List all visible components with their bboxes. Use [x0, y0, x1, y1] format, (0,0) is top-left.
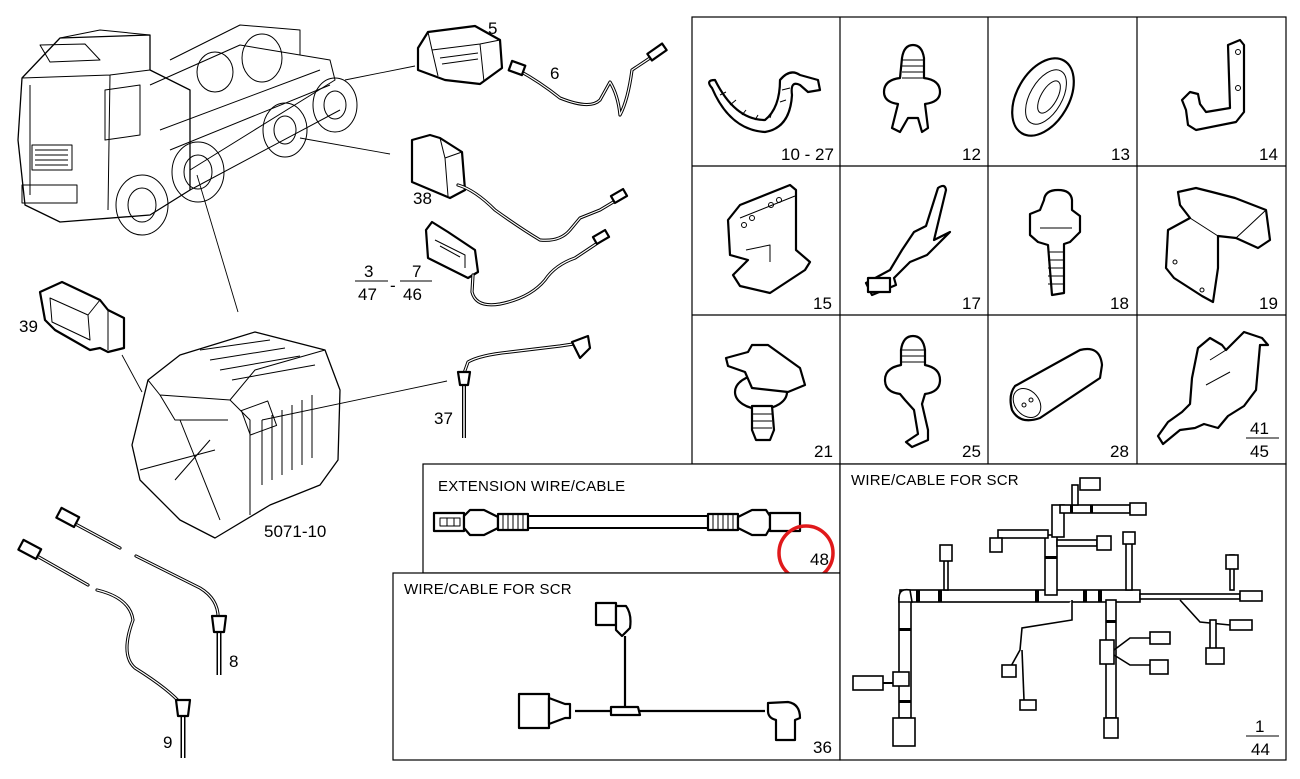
- label-45: 45: [1250, 442, 1269, 461]
- leader-line-38: [299, 137, 391, 155]
- svg-text:7: 7: [412, 262, 421, 281]
- label-41: 41: [1250, 419, 1269, 438]
- muffler-scr-catalyst[interactable]: [131, 331, 341, 539]
- label-13: 13: [1111, 145, 1130, 164]
- label-10-27: 10 - 27: [781, 145, 834, 164]
- fraction-separator: -: [390, 276, 396, 295]
- grid-cell-10-27[interactable]: 10 - 27: [708, 71, 834, 164]
- label-part-48: 48: [810, 550, 829, 569]
- leader-line-39: [121, 354, 143, 393]
- grid-cell-18[interactable]: 18: [1028, 188, 1129, 313]
- grid-cell-12[interactable]: 12: [882, 43, 981, 164]
- label-17: 17: [962, 294, 981, 313]
- leader-line-muffler: [196, 174, 239, 313]
- scr-wire-harness-panel-1-44[interactable]: WIRE/CABLE FOR SCR: [839, 463, 1287, 761]
- extension-box-title: EXTENSION WIRE/CABLE: [438, 478, 625, 495]
- svg-text:47: 47: [358, 285, 377, 304]
- part-8-exhaust-temperature-sensor[interactable]: [55, 506, 228, 675]
- part-9-exhaust-temperature-sensor[interactable]: [17, 538, 192, 758]
- label-part-5071-10: 5071-10: [264, 522, 326, 541]
- label-part-39: 39: [19, 317, 38, 336]
- part-5-control-unit[interactable]: [416, 24, 504, 86]
- part-6-sensor-cable[interactable]: [507, 42, 668, 117]
- label-part-8: 8: [229, 652, 238, 671]
- grid-cell-17[interactable]: 17: [864, 184, 981, 313]
- scr-small-box-title: WIRE/CABLE FOR SCR: [404, 581, 572, 598]
- label-part-9: 9: [163, 733, 172, 752]
- label-part-36: 36: [813, 738, 832, 757]
- label-14: 14: [1259, 145, 1278, 164]
- grid-cell-14[interactable]: 14: [1180, 38, 1278, 164]
- label-part-5: 5: [488, 19, 497, 38]
- label-12: 12: [962, 145, 981, 164]
- scr-large-box-title: WIRE/CABLE FOR SCR: [851, 472, 1019, 489]
- grid-cell-19[interactable]: 19: [1164, 186, 1278, 313]
- label-part-6: 6: [550, 64, 559, 83]
- fraction-label-3-47: 3 47: [355, 262, 388, 304]
- svg-text:46: 46: [403, 285, 422, 304]
- grid-cell-21[interactable]: 21: [724, 343, 833, 461]
- label-part-44: 44: [1251, 740, 1270, 759]
- fraction-label-7-46: 7 46: [400, 262, 432, 304]
- part-38-sensor-module[interactable]: [410, 133, 629, 242]
- svg-text:3: 3: [364, 262, 373, 281]
- label-part-1: 1: [1255, 717, 1264, 736]
- extension-wire-cable-panel[interactable]: EXTENSION WIRE/CABLE: [422, 463, 841, 574]
- truck-illustration[interactable]: [17, 24, 358, 236]
- label-part-38: 38: [413, 189, 432, 208]
- leader-line-37: [261, 380, 448, 421]
- grid-cell-28[interactable]: 28: [1008, 347, 1129, 461]
- grid-cell-25[interactable]: 25: [883, 334, 981, 461]
- label-19: 19: [1259, 294, 1278, 313]
- label-15: 15: [813, 294, 832, 313]
- label-21: 21: [814, 442, 833, 461]
- grid-cell-13[interactable]: 13: [999, 48, 1130, 164]
- part-39-pressure-sensor[interactable]: [38, 280, 126, 354]
- grid-cell-15[interactable]: 15: [726, 183, 832, 313]
- scr-wire-cable-panel-36[interactable]: WIRE/CABLE FOR SCR: [392, 572, 841, 761]
- leader-line-5: [344, 65, 416, 81]
- part-37-temperature-sensor[interactable]: [456, 334, 592, 438]
- label-28: 28: [1110, 442, 1129, 461]
- grid-cell-41-45[interactable]: 41 45: [1156, 330, 1279, 461]
- label-18: 18: [1110, 294, 1129, 313]
- label-25: 25: [962, 442, 981, 461]
- label-part-37: 37: [434, 409, 453, 428]
- part-3-7-sensor-module[interactable]: [424, 220, 611, 307]
